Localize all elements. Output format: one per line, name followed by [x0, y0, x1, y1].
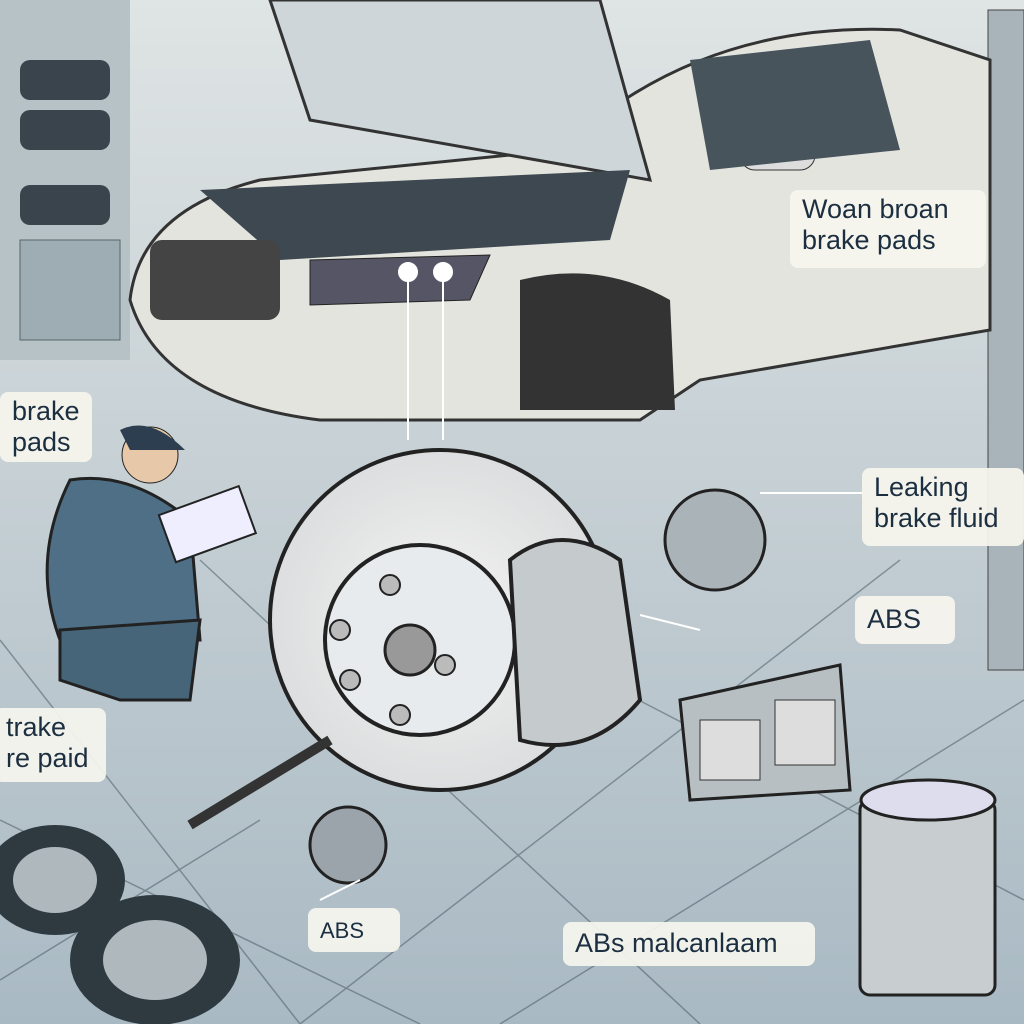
- label-brake-pads-left: brake pads: [0, 392, 92, 462]
- brake-caliper: [507, 538, 643, 747]
- label-abs-right: ABS: [855, 596, 955, 644]
- lift-post: [987, 9, 1024, 671]
- brake-pads: [678, 663, 852, 802]
- label-worn-brake-pads: Woan broan brake pads: [790, 190, 986, 268]
- label-line: re paid: [6, 743, 89, 773]
- label-abs-bottom: ABS: [308, 908, 400, 952]
- abs-pump: [663, 488, 767, 592]
- abs-sensor: [308, 805, 388, 885]
- brake-fluid-canister: [858, 778, 997, 997]
- label-line: Woan broan: [802, 194, 949, 224]
- label-line: trake: [6, 712, 67, 742]
- label-line: brake: [12, 396, 80, 426]
- label-line: ABS: [867, 604, 922, 634]
- label-leaking-brake-fluid: Leaking brake fluid: [862, 468, 1024, 546]
- tire-shelf: [0, 0, 130, 360]
- label-line: ABS: [320, 918, 365, 943]
- label-line: Leaking: [874, 472, 969, 502]
- label-line: pads: [12, 427, 71, 457]
- tires: [0, 825, 240, 1024]
- pointer-lines: [319, 262, 862, 901]
- label-line: brake pads: [802, 225, 936, 255]
- drive-shaft: [187, 735, 333, 830]
- car: [128, 0, 992, 422]
- label-abs-mechanism: ABs malcanlaam: [563, 922, 815, 966]
- label-brake-paid-left: trake re paid: [0, 708, 106, 782]
- label-line: brake fluid: [874, 503, 999, 533]
- label-line: ABs malcanlaam: [575, 928, 778, 958]
- mechanic: [45, 425, 258, 702]
